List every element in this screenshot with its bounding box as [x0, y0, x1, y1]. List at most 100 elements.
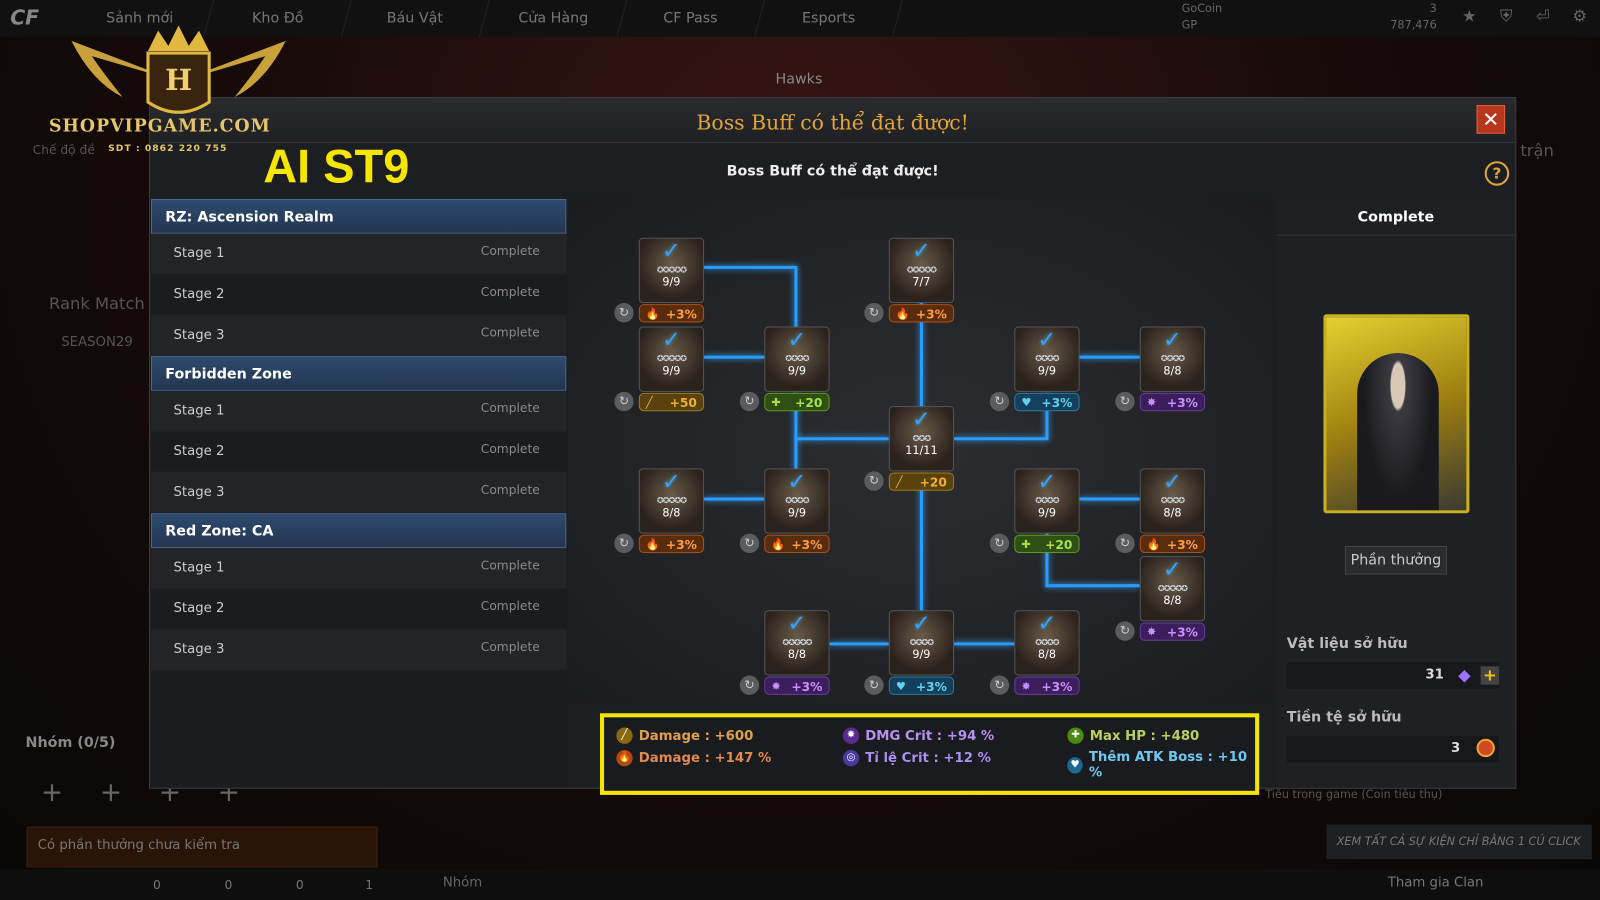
check-icon: ✓ — [1037, 327, 1057, 354]
stage-status: Complete — [480, 284, 540, 299]
star-rating: ✪✪✪✪ — [1160, 495, 1185, 506]
refresh-icon[interactable]: ↻ — [1115, 621, 1135, 641]
boss-node[interactable]: ✓✪✪✪✪8/8 — [1139, 468, 1206, 534]
boss-node[interactable]: ✓✪✪✪✪8/8 — [1139, 326, 1206, 392]
star-rating: ✪✪✪✪✪ — [656, 265, 687, 275]
fire-icon: 🔥 — [771, 537, 786, 552]
boss-node[interactable]: ✓✪✪✪✪9/9 — [1014, 468, 1080, 534]
boss-node[interactable]: ✓✪✪✪✪9/9 — [1014, 326, 1080, 392]
chat-count: 0 — [295, 877, 304, 892]
close-button[interactable]: ✕ — [1476, 105, 1506, 134]
reward-notice[interactable]: Có phần thưởng chưa kiểm tra — [26, 826, 378, 868]
buff-value: +3% — [791, 679, 823, 694]
boss-node[interactable]: ✓✪✪✪✪9/9 — [764, 326, 830, 392]
boss-node[interactable]: ✓✪✪✪✪✪8/8 — [1139, 556, 1206, 622]
buff-badge: ╱+20 — [888, 472, 955, 491]
join-clan-button[interactable]: Tham gia Clan — [1387, 875, 1484, 891]
stat-label: Thêm ATK Boss : +10 % — [1088, 749, 1248, 781]
refresh-icon[interactable]: ↻ — [614, 533, 634, 554]
refresh-icon[interactable]: ↻ — [989, 533, 1010, 554]
boss-icon: ♥ — [895, 679, 906, 693]
crit-icon: ✸ — [1146, 625, 1157, 639]
star-rating: ✪✪✪✪ — [1035, 637, 1059, 647]
top-icons: ★ ⛨ ⏎ ⚙ — [1457, 6, 1592, 30]
buff-value: +50 — [669, 395, 697, 411]
reward-button[interactable]: Phần thưởng — [1344, 545, 1447, 575]
help-icon[interactable]: ? — [1484, 161, 1510, 186]
tab-label: Cửa Hàng — [518, 10, 589, 27]
stage-label: Stage 1 — [173, 403, 225, 419]
refresh-icon[interactable]: ↻ — [1115, 391, 1135, 412]
stage-label: Stage 1 — [173, 245, 225, 262]
refresh-icon[interactable]: ↻ — [614, 391, 634, 412]
hp-icon: ✚ — [771, 395, 781, 410]
rank-icon[interactable]: ★ — [1462, 6, 1477, 26]
refresh-icon[interactable]: ↻ — [739, 391, 760, 412]
boss-node[interactable]: ✓✪✪✪11/11 — [888, 406, 955, 472]
node-count: 8/8 — [1163, 506, 1182, 520]
node-count: 9/9 — [1037, 364, 1056, 378]
rank-match-label[interactable]: Rank Match — [48, 293, 145, 314]
boss-node[interactable]: ✓✪✪✪✪9/9 — [888, 610, 955, 676]
node-count: 8/8 — [662, 506, 681, 520]
star-rating: ✪✪✪✪ — [785, 354, 809, 364]
refresh-icon[interactable]: ↻ — [864, 471, 884, 491]
clan-count: 0 — [224, 877, 233, 892]
buff-value: +3% — [915, 679, 947, 694]
boss-node[interactable]: ✓✪✪✪✪✪7/7 — [888, 237, 955, 304]
add-materials-button[interactable]: + — [1480, 666, 1499, 685]
tab-cf-pass[interactable]: CF Pass — [617, 0, 766, 37]
refresh-icon[interactable]: ↻ — [739, 675, 760, 695]
buff-badge: ✸+3% — [764, 676, 830, 695]
cf-logo[interactable]: CF — [10, 5, 40, 30]
shop-logo: H — [71, 25, 286, 114]
bottom-group-button[interactable]: Nhóm — [442, 875, 483, 891]
character-reward-card[interactable] — [1323, 314, 1470, 514]
stage-label: Stage 1 — [173, 560, 225, 576]
stat-label: Tỉ lệ Crit : +12 % — [865, 750, 991, 766]
summary-stat: ◎Tỉ lệ Crit : +12 % — [842, 749, 991, 767]
boss-node[interactable]: ✓✪✪✪✪✪8/8 — [638, 468, 705, 534]
tab-shop[interactable]: Cửa Hàng — [479, 0, 628, 37]
refresh-icon[interactable]: ↻ — [739, 533, 760, 554]
event-banner[interactable]: XEM TẤT CẢ SỰ KIỆN CHỈ BẰNG 1 CÚ CLICK — [1326, 824, 1592, 860]
boss-node[interactable]: ✓✪✪✪✪✪8/8 — [764, 610, 830, 676]
tab-esports[interactable]: Esports — [755, 0, 903, 37]
gear-icon[interactable]: ⚙ — [1572, 6, 1587, 26]
buff-badge: 🔥+3% — [764, 534, 830, 554]
mode-label: Chế độ đề — [32, 142, 95, 158]
boss-node[interactable]: ✓✪✪✪✪✪9/9 — [638, 326, 705, 392]
boss-node[interactable]: ✓✪✪✪✪9/9 — [764, 468, 830, 534]
star-rating: ✪✪✪ — [912, 433, 931, 443]
boss-node[interactable]: ✓✪✪✪✪✪9/9 — [638, 237, 705, 304]
refresh-icon[interactable]: ↻ — [864, 303, 884, 323]
reward-panel: Complete Phần thưởng Vật liệu sở hữu 31 … — [1276, 198, 1516, 787]
refresh-icon[interactable]: ↻ — [989, 675, 1010, 695]
refresh-icon[interactable]: ↻ — [1115, 533, 1135, 554]
boss-node[interactable]: ✓✪✪✪✪8/8 — [1014, 610, 1080, 676]
group-header[interactable]: RZ: Ascension Realm — [151, 198, 567, 234]
stage-status: Complete — [480, 401, 540, 416]
group-header[interactable]: Red Zone: CA — [151, 513, 567, 548]
check-icon: ✓ — [1163, 327, 1182, 354]
exit-icon[interactable]: ⏎ — [1536, 6, 1550, 26]
gocoin-label: GoCoin — [1181, 2, 1223, 16]
summary-stat: 🔥Damage : +147 % — [616, 749, 771, 767]
group-header[interactable]: Forbidden Zone — [151, 356, 567, 391]
refresh-icon[interactable]: ↻ — [864, 675, 884, 695]
stage-row[interactable]: Stage 1 Complete — [151, 390, 567, 432]
refresh-icon[interactable]: ↻ — [989, 391, 1010, 412]
tab-treasure[interactable]: Báu Vật — [342, 0, 490, 37]
stage-row[interactable]: Stage 1 Complete — [151, 233, 567, 275]
refresh-icon[interactable]: ↻ — [614, 303, 634, 323]
stage-status: Complete — [480, 243, 540, 259]
shield-icon[interactable]: ⛨ — [1499, 6, 1513, 26]
